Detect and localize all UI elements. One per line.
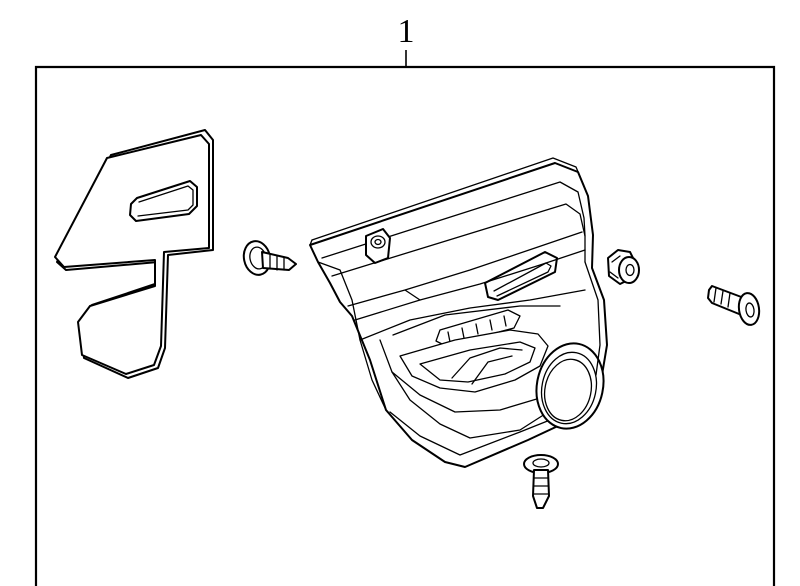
screw-bottom bbox=[523, 454, 559, 509]
door-trim-panel bbox=[309, 157, 608, 468]
screw-right bbox=[707, 285, 761, 326]
assembly-frame bbox=[34, 65, 776, 586]
insulator-panel bbox=[54, 129, 214, 379]
push-pin-clip bbox=[242, 240, 297, 276]
retainer-nut bbox=[607, 249, 640, 285]
callout-number: 1 bbox=[398, 13, 415, 50]
